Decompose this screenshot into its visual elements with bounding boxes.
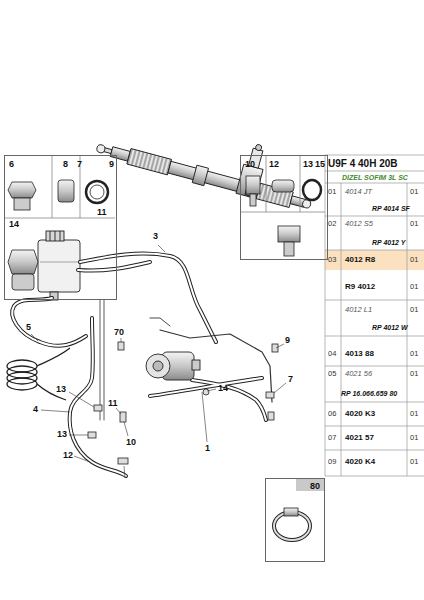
table-cell: 01 (410, 350, 418, 358)
callout-number: 70 (114, 328, 124, 337)
table-cell: 01 (410, 370, 418, 378)
table-cell: 04 (328, 350, 336, 358)
table-cell: 05 (328, 370, 336, 378)
callout-number: 13 (303, 160, 313, 169)
table-cell: 01 (328, 188, 336, 196)
table-cell: 4020 K4 (345, 458, 375, 466)
hoses (12, 254, 272, 476)
leader-lines (31, 245, 286, 478)
table-cell: 09 (328, 458, 336, 466)
fittings (88, 342, 278, 464)
table-cell: 01 (410, 410, 418, 418)
power-steering-pump (146, 352, 200, 380)
table-cell: 4012 L1 (345, 306, 372, 314)
table-cell: RP 4014 SF (372, 205, 410, 212)
table-cell: 4020 K3 (345, 410, 375, 418)
table-cell: 4021 56 (345, 370, 372, 378)
table-cell: 4012 R8 (345, 256, 375, 264)
clamp (274, 479, 324, 540)
table-cell: 4021 57 (345, 434, 374, 442)
callout-number: 13 (56, 385, 66, 394)
callout-number: 7 (288, 375, 293, 384)
callout-number: 9 (285, 336, 290, 345)
table-cell: 06 (328, 410, 336, 418)
callout-number: 13 (57, 430, 67, 439)
callout-box: 10 12 1315 (240, 155, 328, 260)
callout-number: 1 (205, 444, 210, 453)
callout-number: 10 (245, 160, 255, 169)
callout-number: 14 (9, 220, 19, 229)
callout-box: 80 (265, 478, 325, 562)
parts-table (325, 155, 424, 476)
callout-number: 10 (126, 438, 136, 447)
table-cell: 4013 88 (345, 350, 374, 358)
table-cell: 4012 S5 (345, 220, 373, 228)
callout-number: 12 (269, 160, 279, 169)
table-cell: DIZEL SOFIM 3L SC (342, 174, 408, 181)
steering-rack (95, 104, 322, 213)
callout-number: 11 (97, 208, 107, 217)
table-cell: 01 (410, 283, 418, 291)
table-cell: 01 (410, 188, 418, 196)
table-cell: 01 (410, 458, 418, 466)
box-parts-left (4, 155, 115, 290)
table-cell: 02 (328, 220, 336, 228)
callout-number: 4 (33, 405, 38, 414)
callout-number: 15 (315, 160, 325, 169)
callout-number: 8 (63, 160, 68, 169)
table-cell: U9F 4 40H 20B (328, 159, 397, 169)
table-cell: 01 (410, 220, 418, 228)
callout-number: 12 (63, 451, 73, 460)
table-cell: 01 (410, 256, 418, 264)
callout-number: 14 (218, 384, 228, 393)
table-cell: RP 4012 Y (372, 239, 405, 246)
fluid-reservoir (38, 231, 80, 300)
table-cell: RP 16.066.659 80 (341, 390, 397, 397)
table-cell: 4014 JT (345, 188, 372, 196)
callout-number: 6 (9, 160, 14, 169)
callout-box: 6 87 9 11 14 (4, 155, 117, 300)
table-cell: 01 (410, 434, 418, 442)
callout-number: 7 (77, 160, 82, 169)
callout-number: 3 (153, 232, 158, 241)
table-cell: R9 4012 (345, 283, 375, 291)
table-cell: 03 (328, 256, 336, 264)
table-cell: RP 4012 W (372, 324, 408, 331)
table-cell: 01 (410, 306, 418, 314)
table-cell: 07 (328, 434, 336, 442)
callout-number: 80 (310, 482, 320, 491)
callout-number: 9 (109, 160, 114, 169)
callout-number: 5 (26, 323, 31, 332)
cooler-coil (7, 348, 70, 400)
box-parts-right (240, 155, 325, 256)
callout-number: 11 (108, 399, 118, 408)
